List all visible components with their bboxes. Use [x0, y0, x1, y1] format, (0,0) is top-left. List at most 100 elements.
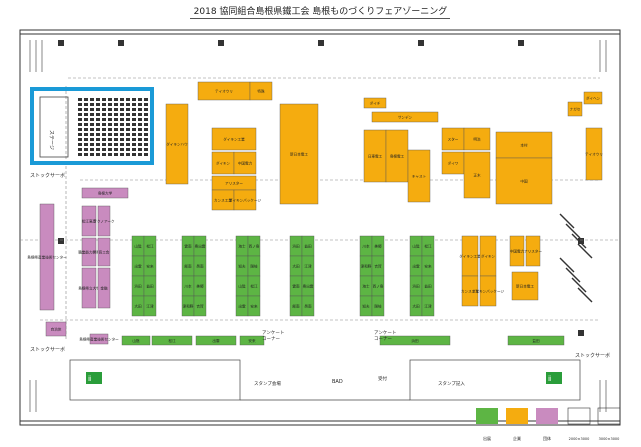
booth-orange-11[interactable]: サンデン — [371, 111, 439, 123]
booth-purple-0[interactable]: 島根県産業技術センター — [27, 203, 67, 311]
seat — [78, 103, 82, 106]
booth-purple-5[interactable]: テクノアーク — [93, 205, 115, 237]
booth-green-0-0b[interactable]: 松江 — [143, 235, 157, 257]
booth-green-0-1b[interactable]: 安来 — [143, 255, 157, 277]
booth-green-bottom-2[interactable]: 出雲 — [195, 335, 237, 346]
booth-green-0-3b[interactable]: 江津 — [143, 295, 157, 317]
booth-orange-14[interactable]: キャスト — [407, 149, 431, 203]
booth-orange-15[interactable]: スター — [441, 127, 465, 151]
seat — [78, 108, 82, 111]
booth-green-5-0b[interactable]: 松江 — [421, 235, 435, 257]
booth-green-5-1b[interactable]: 安来 — [421, 255, 435, 277]
booth-green-0-3a[interactable]: 大田 — [131, 295, 145, 317]
booth-orange-lower-2[interactable]: 中国電力 — [509, 235, 525, 267]
booth-orange-20[interactable]: 中国 — [495, 157, 553, 205]
booth-green-1-0a[interactable]: 雲南 — [181, 235, 195, 257]
booth-orange-22[interactable]: ナガセ — [567, 101, 583, 117]
booth-green-4-1b[interactable]: 吉賀 — [371, 255, 385, 277]
booth-purple-3[interactable]: 職業能力開発 — [78, 237, 100, 267]
svg-text:サンデン: サンデン — [398, 115, 413, 120]
booth-orange-1[interactable]: 特殊 — [249, 81, 273, 101]
booth-green-4-0a[interactable]: 川本 — [359, 235, 373, 257]
booth-green-2-1b[interactable]: 隠岐 — [247, 255, 261, 277]
booth-orange-lower-0[interactable]: ダイキン工業 — [459, 235, 481, 277]
booth-green-1-1b[interactable]: 邑南 — [193, 255, 207, 277]
booth-orange-0[interactable]: テイオウリ — [197, 81, 251, 101]
booth-orange-21[interactable]: ダイヘン — [583, 91, 603, 105]
booth-green-1-3b[interactable]: 吉賀 — [193, 295, 207, 317]
booth-purple-8[interactable]: 自治体 — [45, 321, 67, 337]
booth-green-1-0b[interactable]: 奥出雲 — [193, 235, 207, 257]
booth-green-1-2b[interactable]: 美郷 — [193, 275, 207, 297]
booth-green-bottom-3[interactable]: 安来 — [239, 335, 265, 346]
booth-green-1-3a[interactable]: 津和野 — [181, 295, 195, 317]
booth-orange-lower-5[interactable]: ダイキンパッケージ — [472, 275, 505, 307]
booth-green-3-2b[interactable]: 奥出雲 — [301, 275, 315, 297]
booth-orange-lower-3[interactable]: アリスター — [524, 235, 542, 267]
booth-green-0-1a[interactable]: 出雲 — [131, 255, 145, 277]
booth-green-2-1a[interactable]: 知夫 — [235, 255, 249, 277]
booth-green-bottom-4[interactable]: 浜田 — [379, 335, 451, 346]
booth-orange-2[interactable]: ダイキンハウ — [165, 103, 189, 185]
booth-green-5-2a[interactable]: 浜田 — [409, 275, 423, 297]
booth-green-5-3a[interactable]: 大田 — [409, 295, 423, 317]
booth-green-3-0b[interactable]: 益田 — [301, 235, 315, 257]
booth-orange-23[interactable]: テイオウリ — [585, 127, 603, 181]
booth-green-2-2a[interactable]: 山陰 — [235, 275, 249, 297]
booth-purple-4[interactable]: 島根県立大学 — [78, 267, 100, 309]
booth-orange-17[interactable]: 明治 — [463, 127, 491, 151]
booth-green-3-3a[interactable]: 飯南 — [289, 295, 303, 317]
booth-green-3-3b[interactable]: 邑南 — [301, 295, 315, 317]
booth-green-4-1a[interactable]: 津和野 — [359, 255, 373, 277]
booth-orange-19[interactable]: 本村 — [495, 131, 553, 159]
booth-green-2-3a[interactable]: 出雲 — [235, 295, 249, 317]
booth-green-5-3b[interactable]: 江津 — [421, 295, 435, 317]
booth-orange-18[interactable]: 正木 — [463, 151, 491, 199]
booth-green-2-0b[interactable]: 西ノ島 — [247, 235, 261, 257]
booth-orange-3[interactable]: ダイキン工業 — [211, 127, 257, 151]
booth-orange-6[interactable]: アリスター — [211, 175, 257, 191]
booth-orange-12[interactable]: 日東電工 — [363, 129, 387, 183]
booth-orange-4[interactable]: ダイキン — [211, 151, 235, 175]
booth-purple-1[interactable]: 島根大学 — [81, 187, 129, 199]
booth-orange-lower-6[interactable]: 新日本電工 — [511, 271, 539, 301]
booth-orange-8[interactable]: ダイキンパッケージ — [229, 189, 262, 211]
booth-green-4-2a[interactable]: 海士 — [359, 275, 373, 297]
booth-orange-lower-4[interactable]: カンス工業 — [461, 275, 479, 307]
booth-green-bottom-0[interactable]: 山陰 — [121, 335, 151, 346]
booth-purple-6[interactable]: 商工会 — [97, 237, 111, 267]
booth-green-0-2a[interactable]: 浜田 — [131, 275, 145, 297]
booth-green-3-1a[interactable]: 大田 — [289, 255, 303, 277]
booth-green-5-2b[interactable]: 益田 — [421, 275, 435, 297]
booth-green-1-2a[interactable]: 川本 — [181, 275, 195, 297]
booth-green-3-1b[interactable]: 江津 — [301, 255, 315, 277]
booth-green-bottom-5[interactable]: 益田 — [507, 335, 565, 346]
booth-green-1-1a[interactable]: 飯南 — [181, 255, 195, 277]
booth-green-2-2b[interactable]: 松江 — [247, 275, 261, 297]
booth-green-bottom-1[interactable]: 松江 — [151, 335, 193, 346]
booth-orange-13[interactable]: 島根電工 — [385, 129, 409, 183]
booth-orange-10[interactable]: ダイチ — [363, 97, 387, 109]
booth-green-4-0b[interactable]: 美郷 — [371, 235, 385, 257]
booth-green-0-2b[interactable]: 益田 — [143, 275, 157, 297]
booth-green-0-0a[interactable]: 山陰 — [131, 235, 145, 257]
booth-green-4-2b[interactable]: 西ノ島 — [371, 275, 385, 297]
booth-purple-7[interactable]: 金融 — [97, 267, 111, 309]
svg-text:大田: 大田 — [412, 304, 420, 309]
booth-green-5-1a[interactable]: 出雲 — [409, 255, 423, 277]
booth-purple-2[interactable]: 松江高専 — [81, 205, 97, 237]
booth-orange-16[interactable]: ダイワ — [441, 151, 465, 175]
booth-green-5-0a[interactable]: 山陰 — [409, 235, 423, 257]
booth-orange-9[interactable]: 新日本電工 — [279, 103, 319, 205]
booth-green-2-0a[interactable]: 海士 — [235, 235, 249, 257]
stock-label-bottom-right: ストックサーボ — [575, 352, 610, 359]
booth-purple-9[interactable]: 島根県産業技術センター — [79, 333, 119, 345]
booth-green-3-2a[interactable]: 雲南 — [289, 275, 303, 297]
seat — [78, 143, 82, 146]
booth-green-4-3a[interactable]: 知夫 — [359, 295, 373, 317]
booth-orange-lower-1[interactable]: ダイキン — [479, 235, 497, 277]
booth-green-4-3b[interactable]: 隠岐 — [371, 295, 385, 317]
booth-green-3-0a[interactable]: 浜田 — [289, 235, 303, 257]
booth-orange-5[interactable]: 中国電力 — [233, 151, 257, 175]
booth-green-2-3b[interactable]: 安来 — [247, 295, 261, 317]
